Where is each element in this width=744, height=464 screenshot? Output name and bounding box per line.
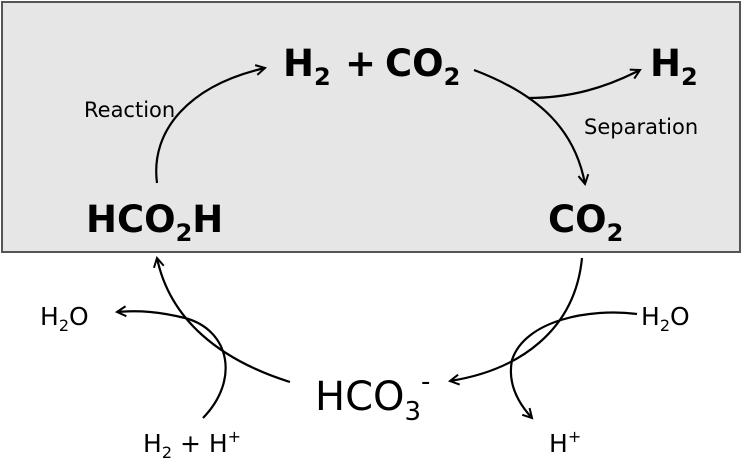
top-plus: + — [345, 42, 376, 85]
proton-product: H+ — [549, 427, 581, 458]
reaction-arrow — [155, 68, 265, 184]
water-right: H2O — [641, 302, 690, 335]
hydrogen-proton-reagent: H2 + H+ — [143, 427, 241, 462]
separated-h2: H2 — [650, 42, 698, 91]
h2-release-arrow — [527, 70, 640, 100]
formic-acid: HCO2H — [86, 198, 223, 247]
bicarbonate: HCO3- — [315, 367, 430, 427]
water-in-arrow — [509, 311, 638, 418]
top-h2: H2 — [283, 42, 331, 91]
separation-label: Separation — [584, 115, 698, 139]
reaction-box — [1, 1, 741, 253]
co2-right: CO2 — [548, 198, 623, 247]
water-left: H2O — [40, 302, 89, 335]
top-co2: CO2 — [385, 42, 460, 91]
co2-to-bicarbonate-arrow — [450, 257, 584, 381]
bicarbonate-to-formic-arrow — [157, 258, 291, 384]
water-out-arrow — [117, 311, 227, 419]
reaction-label: Reaction — [84, 98, 175, 122]
separation-arrow — [473, 68, 585, 184]
